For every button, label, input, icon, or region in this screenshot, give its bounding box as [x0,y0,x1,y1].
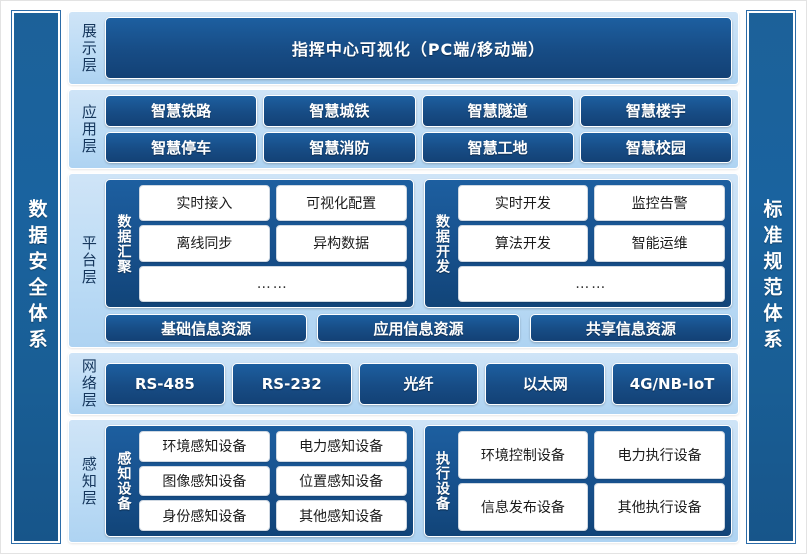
sensing-group-title-actuators-text: 执行设备 [434,451,451,511]
aggregation-row-2: 离线同步 异构数据 [139,225,407,262]
layer-label-display: 展示层 [71,17,105,79]
network-item-rs232[interactable]: RS-232 [231,362,352,405]
sensing-group-actuators: 执行设备 环境控制设备 电力执行设备 信息发布设备 其他执行设备 [423,425,732,537]
layer-label-network: 网络层 [71,358,105,409]
platform-group-title-aggregation-text: 数据汇聚 [115,213,132,274]
layer-body-platform: 数据汇聚 实时接入 可视化配置 离线同步 异构数据 [105,179,732,342]
app-item-smart-railway[interactable]: 智慧铁路 [105,95,258,127]
right-pillar-standards: 标准规范体系 [746,10,796,544]
agg-item-realtime-access[interactable]: 实时接入 [139,185,270,222]
sensor-item-location[interactable]: 位置感知设备 [275,465,407,497]
layer-application: 应用层 智慧铁路 智慧城铁 智慧隧道 智慧楼宇 智慧停车 智慧消防 智慧工地 智… [68,89,739,169]
dev-item-algorithm-development[interactable]: 算法开发 [457,225,589,262]
layer-label-application-text: 应用层 [79,103,98,155]
layer-display: 展示层 指挥中心可视化（PC端/移动端） [68,11,739,85]
platform-group-data-aggregation: 数据汇聚 实时接入 可视化配置 离线同步 异构数据 [105,179,414,308]
resource-shared-information[interactable]: 共享信息资源 [529,314,732,342]
network-item-rs485[interactable]: RS-485 [105,362,225,405]
platform-group-data-development: 数据开发 实时开发 监控告警 算法开发 智能运维 [423,179,732,308]
layer-label-sensing: 感知层 [71,425,105,537]
actuators-row-1: 环境控制设备 电力执行设备 [457,431,725,479]
development-row-2: 算法开发 智能运维 [457,225,725,262]
agg-item-ellipsis: …… [139,265,407,302]
sensor-item-image[interactable]: 图像感知设备 [139,465,270,497]
layer-label-network-text: 网络层 [79,358,98,409]
sensing-group-title-sensors: 感知设备 [112,431,134,531]
sensor-item-identity[interactable]: 身份感知设备 [139,500,270,532]
sensing-groups: 感知设备 环境感知设备 电力感知设备 图像感知设备 位置感知设备 [105,425,732,537]
layer-body-application: 智慧铁路 智慧城铁 智慧隧道 智慧楼宇 智慧停车 智慧消防 智慧工地 智慧校园 [105,95,732,163]
platform-grid-development: 实时开发 监控告警 算法开发 智能运维 …… [457,185,725,302]
resource-application-information[interactable]: 应用信息资源 [317,314,520,342]
layer-sensing: 感知层 感知设备 环境感知设备 电力感知设备 [68,419,739,543]
app-item-smart-firefighting[interactable]: 智慧消防 [263,131,416,163]
network-item-ethernet[interactable]: 以太网 [485,362,606,405]
layer-network: 网络层 RS-485 RS-232 光纤 以太网 4G/NB-IoT [68,352,739,415]
platform-groups: 数据汇聚 实时接入 可视化配置 离线同步 异构数据 [105,179,732,308]
sensor-item-other[interactable]: 其他感知设备 [275,500,407,532]
app-item-smart-parking[interactable]: 智慧停车 [105,131,258,163]
dev-item-intelligent-ops[interactable]: 智能运维 [594,225,725,262]
app-item-smart-building[interactable]: 智慧楼宇 [579,95,732,127]
dev-item-ellipsis: …… [457,265,725,302]
resource-basic-information[interactable]: 基础信息资源 [105,314,308,342]
platform-group-title-development: 数据开发 [431,185,453,302]
layer-body-sensing: 感知设备 环境感知设备 电力感知设备 图像感知设备 位置感知设备 [105,425,732,537]
network-items: RS-485 RS-232 光纤 以太网 4G/NB-IoT [105,362,732,405]
actuator-item-other-execution[interactable]: 其他执行设备 [594,483,725,531]
sensing-group-sensors: 感知设备 环境感知设备 电力感知设备 图像感知设备 位置感知设备 [105,425,414,537]
application-row-1: 智慧铁路 智慧城铁 智慧隧道 智慧楼宇 [105,95,732,127]
sensing-grid-actuators: 环境控制设备 电力执行设备 信息发布设备 其他执行设备 [457,431,725,531]
sensing-group-title-actuators: 执行设备 [431,431,453,531]
aggregation-row-3: …… [139,265,407,302]
sensor-item-power[interactable]: 电力感知设备 [275,431,407,462]
left-pillar-data-security: 数据安全体系 [11,10,61,544]
sensors-row-2: 图像感知设备 位置感知设备 [139,465,407,497]
layer-stack: 展示层 指挥中心可视化（PC端/移动端） 应用层 智慧铁路 智慧城铁 智慧隧道 … [68,11,739,543]
app-item-smart-tunnel[interactable]: 智慧隧道 [421,95,574,127]
layer-label-platform-text: 平台层 [79,235,98,286]
sensors-row-3: 身份感知设备 其他感知设备 [139,500,407,532]
aggregation-row-1: 实时接入 可视化配置 [139,185,407,222]
platform-group-title-development-text: 数据开发 [434,213,451,274]
sensing-grid-sensors: 环境感知设备 电力感知设备 图像感知设备 位置感知设备 身份感知设备 其他感知设… [139,431,407,532]
display-banner[interactable]: 指挥中心可视化（PC端/移动端） [105,17,732,79]
layer-body-network: RS-485 RS-232 光纤 以太网 4G/NB-IoT [105,358,732,409]
actuator-item-power-execution[interactable]: 电力执行设备 [594,431,725,479]
layer-label-display-text: 展示层 [79,22,98,74]
dev-item-monitoring-alarm[interactable]: 监控告警 [594,185,725,222]
app-item-smart-metro[interactable]: 智慧城铁 [263,95,416,127]
platform-grid-aggregation: 实时接入 可视化配置 离线同步 异构数据 …… [139,185,407,302]
diagram-frame: 数据安全体系 展示层 指挥中心可视化（PC端/移动端） 应用层 [11,10,796,544]
app-item-smart-campus[interactable]: 智慧校园 [579,131,732,163]
actuator-item-information-release[interactable]: 信息发布设备 [457,483,589,531]
actuator-item-environment-control[interactable]: 环境控制设备 [457,431,589,479]
network-item-fiber[interactable]: 光纤 [358,362,479,405]
right-pillar-label: 标准规范体系 [760,199,783,355]
layer-label-sensing-text: 感知层 [79,455,98,507]
application-row-2: 智慧停车 智慧消防 智慧工地 智慧校园 [105,131,732,163]
layer-label-application: 应用层 [71,95,105,163]
layer-platform: 平台层 数据汇聚 实时接入 可视化配置 [68,173,739,348]
agg-item-offline-sync[interactable]: 离线同步 [139,225,270,262]
development-row-1: 实时开发 监控告警 [457,185,725,222]
dev-item-realtime-development[interactable]: 实时开发 [457,185,589,222]
platform-resources: 基础信息资源 应用信息资源 共享信息资源 [105,314,732,342]
sensing-group-title-sensors-text: 感知设备 [115,451,132,511]
platform-group-title-aggregation: 数据汇聚 [112,185,134,302]
network-item-4g-nbiot[interactable]: 4G/NB-IoT [612,362,732,405]
development-row-3: …… [457,265,725,302]
left-pillar-label: 数据安全体系 [25,199,48,355]
layer-label-platform: 平台层 [71,179,105,342]
sensors-row-1: 环境感知设备 电力感知设备 [139,431,407,462]
layer-body-display: 指挥中心可视化（PC端/移动端） [105,17,732,79]
agg-item-heterogeneous-data[interactable]: 异构数据 [275,225,407,262]
actuators-row-2: 信息发布设备 其他执行设备 [457,483,725,531]
agg-item-visual-config[interactable]: 可视化配置 [275,185,407,222]
app-item-smart-construction[interactable]: 智慧工地 [421,131,574,163]
sensor-item-environment[interactable]: 环境感知设备 [139,431,270,462]
